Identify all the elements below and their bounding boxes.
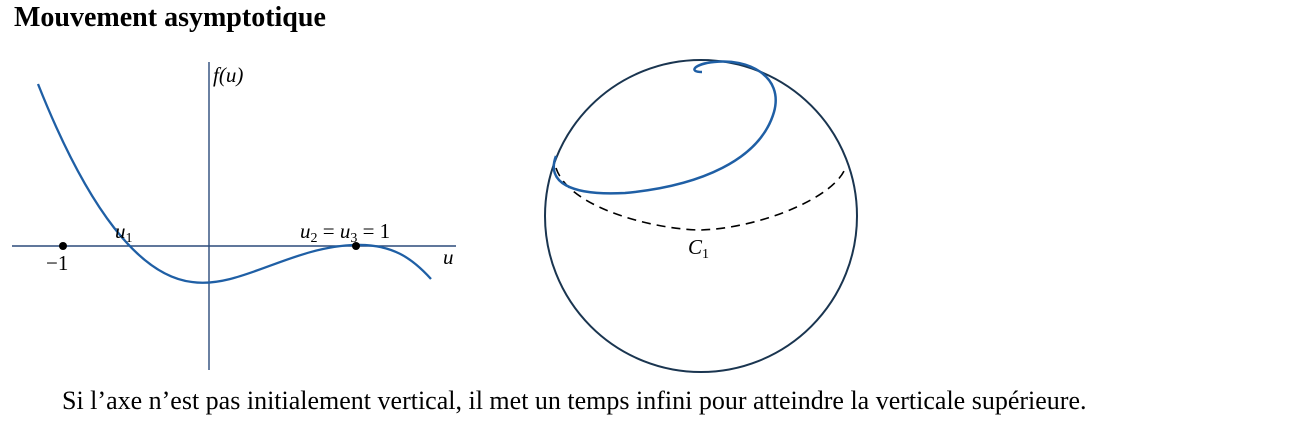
circle-c1-hidden bbox=[555, 165, 847, 231]
f-axis-label: f(u) bbox=[213, 63, 243, 87]
sphere-outline bbox=[544, 59, 858, 373]
function-plot: f(u) u −1 u1 u2 = u3 = 1 bbox=[12, 62, 456, 370]
root-label-double: u2 = u3 = 1 bbox=[300, 219, 390, 246]
caption: Si l’axe n’est pas initialement vertical… bbox=[62, 386, 1087, 415]
sphere-diagram: C1 bbox=[544, 59, 858, 373]
point-double-root bbox=[352, 242, 360, 250]
tick-label-minus-one: −1 bbox=[46, 251, 68, 275]
section-title: Mouvement asymptotique bbox=[14, 2, 326, 33]
circle-c1-label: C1 bbox=[688, 235, 709, 262]
f-curve bbox=[36, 83, 432, 284]
u-axis-label: u bbox=[443, 245, 454, 269]
trajectory-curve bbox=[552, 60, 777, 195]
point-minus-one bbox=[59, 242, 67, 250]
root-label-u1: u1 bbox=[115, 219, 133, 246]
